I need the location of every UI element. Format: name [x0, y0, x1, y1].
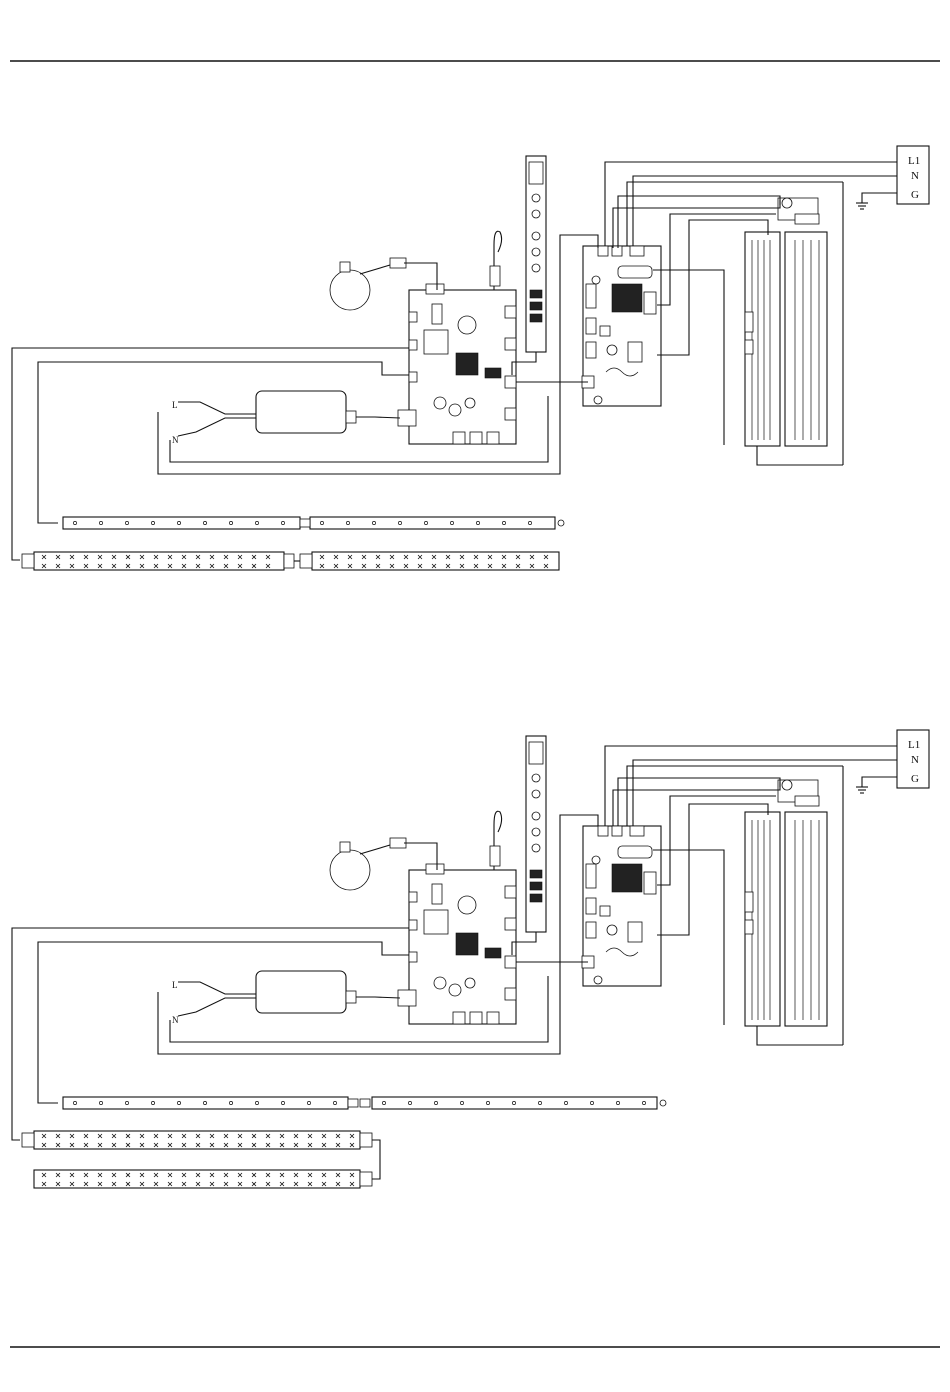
- main-control-board: [398, 284, 516, 444]
- led-marker: [590, 1101, 593, 1104]
- heater-fan-assembly: [745, 780, 827, 1026]
- led-marker: [203, 521, 206, 524]
- led-marker: [125, 1101, 128, 1104]
- terminal-n-label: N: [911, 754, 919, 766]
- led-marker: [346, 521, 349, 524]
- led-marker: [203, 1101, 206, 1104]
- led-marker: [177, 1101, 180, 1104]
- keypad-display-strip: [512, 736, 546, 955]
- wiring-diagram-lower: L1 N G: [12, 730, 929, 1188]
- led-marker: [538, 1101, 541, 1104]
- heater-fan-assembly: [745, 198, 827, 446]
- led-marker: [151, 1101, 154, 1104]
- led-marker: [151, 521, 154, 524]
- adapter-neutral-label: N: [172, 435, 179, 445]
- adapter-live-label: L: [172, 400, 178, 410]
- terminal-l1-label: L1: [908, 739, 920, 751]
- led-marker: [408, 1101, 411, 1104]
- led-marker: [333, 1101, 336, 1104]
- ground-symbol-icon: [856, 193, 897, 209]
- terminal-g-label: G: [911, 189, 919, 201]
- led-marker: [255, 521, 258, 524]
- heater-control-board: [582, 826, 661, 986]
- led-marker: [372, 521, 375, 524]
- led-marker: [320, 521, 323, 524]
- led-marker: [229, 1101, 232, 1104]
- adapter-live-label: L: [172, 980, 178, 990]
- led-marker: [229, 521, 232, 524]
- led-marker: [616, 1101, 619, 1104]
- led-marker: [73, 521, 76, 524]
- led-marker: [486, 1101, 489, 1104]
- temperature-sensor-probe: [490, 231, 502, 290]
- mains-terminal-block: L1 N G: [897, 146, 929, 204]
- led-marker: [564, 1101, 567, 1104]
- led-marker: [99, 521, 102, 524]
- temperature-sensor-probe: [490, 811, 502, 870]
- keypad-display-strip: [512, 156, 546, 375]
- led-light-bars: [12, 928, 666, 1188]
- led-marker: [177, 521, 180, 524]
- heater-control-board: [582, 246, 661, 406]
- led-marker: [99, 1101, 102, 1104]
- led-marker: [125, 521, 128, 524]
- wiring-diagram-upper: L1 N G: [12, 146, 929, 570]
- led-marker: [476, 521, 479, 524]
- led-marker: [460, 1101, 463, 1104]
- led-marker: [382, 1101, 385, 1104]
- mains-terminal-block: L1 N G: [897, 730, 929, 788]
- ground-symbol-icon: [856, 777, 897, 793]
- led-marker: [528, 521, 531, 524]
- main-control-board: [398, 864, 516, 1024]
- led-marker: [424, 521, 427, 524]
- led-marker: [502, 521, 505, 524]
- terminal-n-label: N: [911, 170, 919, 182]
- terminal-g-label: G: [911, 773, 919, 785]
- led-marker: [281, 521, 284, 524]
- terminal-l1-label: L1: [908, 155, 920, 167]
- led-marker: [434, 1101, 437, 1104]
- led-marker: [73, 1101, 76, 1104]
- led-marker: [307, 1101, 310, 1104]
- led-marker: [281, 1101, 284, 1104]
- adapter-neutral-label: N: [172, 1015, 179, 1025]
- led-marker: [512, 1101, 515, 1104]
- led-marker: [450, 521, 453, 524]
- led-marker: [642, 1101, 645, 1104]
- led-marker: [398, 521, 401, 524]
- led-marker: [255, 1101, 258, 1104]
